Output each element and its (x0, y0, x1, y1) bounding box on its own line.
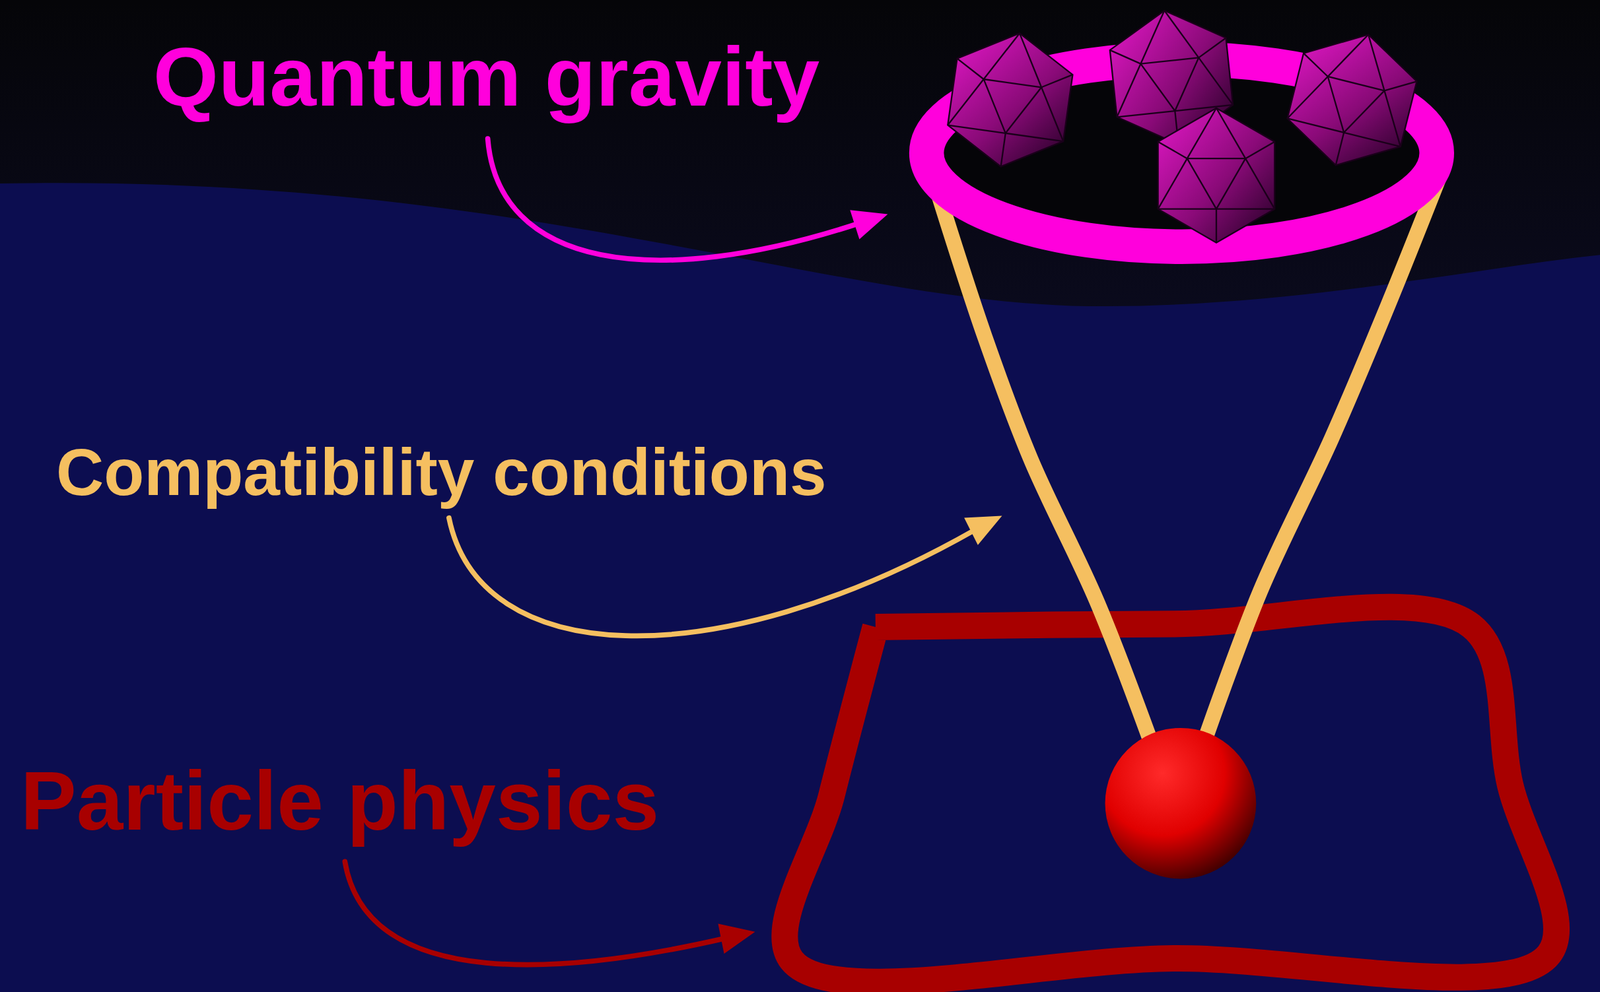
arrow-head (849, 209, 888, 240)
pointer-arrow (344, 861, 727, 965)
region-label: Particle physics (20, 755, 660, 848)
cone-line (937, 188, 1152, 743)
dark-sky (0, 0, 1600, 307)
icosahedron (1279, 20, 1426, 180)
pointer-arrow (449, 518, 975, 637)
region-label: Quantum gravity (153, 31, 820, 124)
icosahedron (1158, 108, 1276, 244)
cone-line (1203, 178, 1439, 743)
particle-sphere (1105, 728, 1257, 880)
particle-plane (784, 607, 1557, 983)
arrow-head (964, 516, 1002, 546)
region-label: Compatibility conditions (56, 435, 827, 509)
arrow-head (717, 923, 755, 954)
pointer-arrow (487, 138, 863, 261)
icosahedron (942, 25, 1078, 175)
